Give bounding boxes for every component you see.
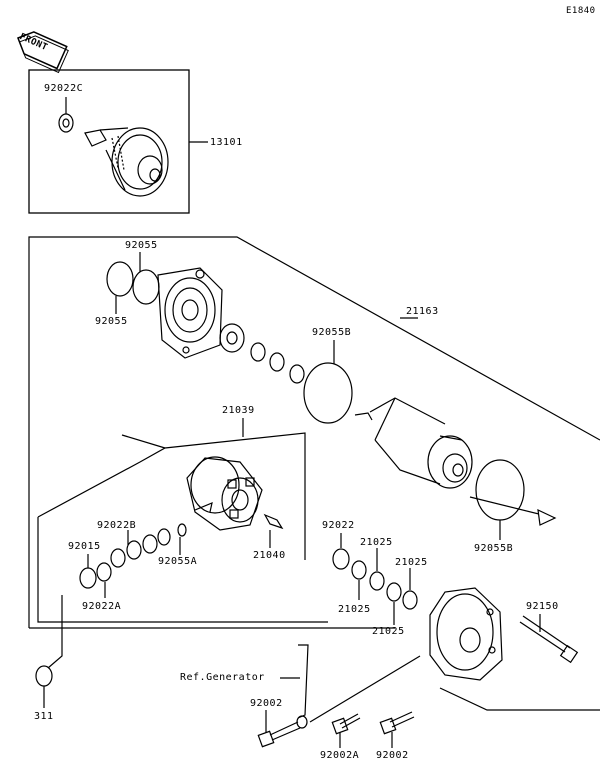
bolt-92002a-icon <box>331 713 361 735</box>
washer-21025-c-icon <box>386 582 402 602</box>
o-ring-92055b-bottom-icon <box>475 459 525 521</box>
washer-21025-b-icon <box>369 571 385 591</box>
frame-right-edge <box>439 687 600 711</box>
washer-21025-a-icon <box>351 560 367 580</box>
part-label-92055a: 92055A <box>158 556 198 567</box>
o-ring-92055a-icon <box>177 523 187 537</box>
part-label-92055-top: 92055 <box>125 240 158 251</box>
washer-92022a-icon <box>96 562 112 582</box>
washer-92022b-b-icon <box>126 540 142 560</box>
part-label-92015: 92015 <box>68 541 101 552</box>
starter-yoke-icon <box>354 397 473 489</box>
part-label-21025-a: 21025 <box>360 537 393 548</box>
part-label-92022: 92022 <box>322 520 355 531</box>
part-label-92055-left: 92055 <box>95 316 128 327</box>
bolt-92150-icon <box>519 615 579 664</box>
starter-front-cover-icon <box>157 267 223 359</box>
part-label-92055b-top: 92055B <box>312 327 352 338</box>
starter-clutch-icon <box>84 127 169 197</box>
figure-code: E1840 <box>566 6 596 16</box>
part-label-21025-d: 21025 <box>372 626 405 637</box>
part-label-21025-c: 21025 <box>338 604 371 615</box>
o-ring-92055b-top-icon <box>303 362 353 424</box>
part-label-92022a: 92022A <box>82 601 122 612</box>
axis-arrowhead-icon <box>537 508 557 526</box>
shim-1-icon <box>250 342 266 362</box>
motor-group-frame <box>28 236 600 628</box>
o-ring-92055-b-icon <box>132 269 160 305</box>
ref-generator-label: Ref.Generator <box>180 672 265 683</box>
part-label-21039: 21039 <box>222 405 255 416</box>
part-label-21040: 21040 <box>253 550 286 561</box>
clip-21040-icon <box>263 513 284 530</box>
washer-92022-icon <box>332 548 350 570</box>
starter-cable-icon <box>47 595 63 669</box>
part-label-92022c: 92022C <box>44 83 84 94</box>
nut-311-icon <box>35 665 53 687</box>
washer-21025-d-icon <box>402 590 418 610</box>
brush-holder-icon <box>186 456 263 531</box>
o-ring-92055-a-icon <box>106 261 134 297</box>
brush-holder-box <box>37 432 328 623</box>
washer-92022b-a-icon <box>110 548 126 568</box>
part-label-92150: 92150 <box>526 601 559 612</box>
part-label-92022b: 92022B <box>97 520 137 531</box>
part-label-92002-left: 92002 <box>250 698 283 709</box>
part-label-92055b-bottom: 92055B <box>474 543 514 554</box>
washer-92022b-d-icon <box>157 528 171 546</box>
part-label-13101: 13101 <box>210 137 243 148</box>
washer-92022c-icon <box>58 113 74 133</box>
brush-plate-washer-icon <box>219 323 245 353</box>
generator-link-line <box>309 655 421 723</box>
ref-generator-cable-icon <box>297 644 309 719</box>
washer-92022b-c-icon <box>142 534 158 554</box>
shim-2-icon <box>269 352 285 372</box>
starter-rear-cover-icon <box>429 587 503 681</box>
part-label-21163: 21163 <box>406 306 439 317</box>
assembly-axis-line <box>121 434 166 449</box>
part-label-92002-right: 92002 <box>376 750 409 761</box>
nut-92015-icon <box>79 567 97 589</box>
front-arrow-icon <box>17 31 69 74</box>
part-label-311: 311 <box>34 711 54 722</box>
shim-3-icon <box>289 364 305 384</box>
bolt-92002-right-icon <box>379 711 415 735</box>
part-label-92002a: 92002A <box>320 750 360 761</box>
part-label-21025-b: 21025 <box>395 557 428 568</box>
bolt-92002-left-icon <box>257 721 301 748</box>
cable-terminal-icon <box>296 715 308 729</box>
